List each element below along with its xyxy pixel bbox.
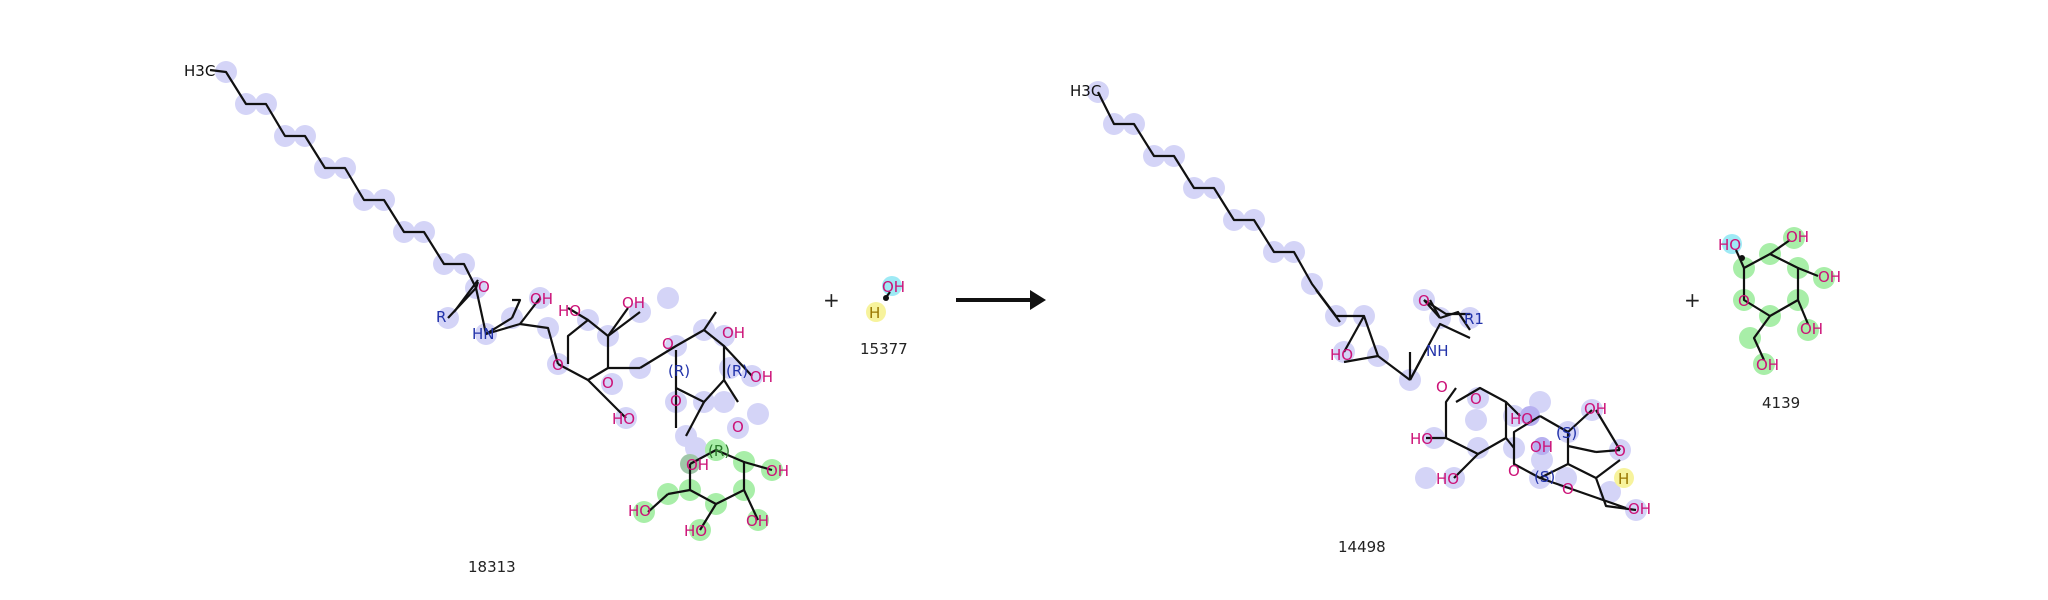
highlight-layer (215, 61, 769, 459)
highlight-layer (1087, 81, 1647, 521)
hydroxyl-label: HO (558, 302, 581, 320)
hydroxyl-label: OH (746, 512, 769, 530)
hydroxyl-label: OH (1584, 400, 1607, 418)
hydroxyl-label: OH (530, 290, 553, 308)
atom-labels: H3C O R1 NH HO O O HO HO HO OH O (S) (S)… (1070, 82, 1651, 518)
hydrogen-highlight (1614, 468, 1634, 488)
hydroxyl-label: OH (1800, 320, 1823, 338)
molecule-15377: OH H 15377 (860, 276, 908, 358)
reaction-arrow (956, 290, 1046, 310)
oxygen-label: O (478, 278, 490, 296)
hydroxyl-label: OH (722, 324, 745, 342)
bond-skeleton (209, 68, 773, 531)
oxygen-label: O (1470, 390, 1482, 408)
atom-labels: HO OH OH OH O OH (1718, 228, 1841, 374)
hydroxyl-label: OH (882, 278, 905, 296)
oxygen-label: O (1614, 442, 1626, 460)
oxygen-highlight (1722, 234, 1742, 254)
molecule-4139: HO OH OH OH O OH 4139 (1718, 227, 1841, 412)
plus-sign: + (823, 288, 840, 312)
r-group-label: R1 (1464, 310, 1484, 328)
compound-id-4139: 4139 (1762, 394, 1800, 412)
hydroxyl-label: HO (612, 410, 635, 428)
hydroxyl-label: OH (750, 368, 773, 386)
terminal-methyl-label: H3C (1070, 82, 1101, 100)
hydroxyl-label: OH (766, 462, 789, 480)
stereo-label: (R) (708, 442, 730, 460)
compound-id-15377: 15377 (860, 340, 908, 358)
terminal-methyl-label: H3C (184, 62, 215, 80)
oxygen-label: O (1418, 292, 1430, 310)
oxygen-label: O (732, 418, 744, 436)
oxygen-label: O (602, 374, 614, 392)
hydroxyl-label: OH (1530, 438, 1553, 456)
shared-atom-highlight (1533, 437, 1551, 455)
nh-label: NH (1426, 342, 1449, 360)
bond-skeleton (1097, 91, 1637, 512)
molecule-14498: H3C O R1 NH HO O O HO HO HO OH O (S) (S)… (1070, 81, 1651, 556)
hydroxyl-label: HO (1436, 470, 1459, 488)
stereo-label: (R) (726, 362, 748, 380)
compound-id-18313: 18313 (468, 558, 516, 576)
r-group-label: R (436, 308, 446, 326)
stereo-label: (S) (1556, 424, 1577, 442)
compound-id-14498: 14498 (1338, 538, 1386, 556)
hydroxyl-label: HO (1510, 410, 1533, 428)
hydroxyl-label: OH (686, 456, 709, 474)
nh-label: HN (472, 325, 495, 343)
hydroxyl-label: HO (1410, 430, 1433, 448)
oxygen-label: O (1562, 480, 1574, 498)
oxygen-label: O (1508, 462, 1520, 480)
oxygen-label: O (552, 356, 564, 374)
hydrogen-label: H (1618, 470, 1629, 488)
hydroxyl-label: HO (628, 502, 651, 520)
hydroxyl-label: OH (1756, 356, 1779, 374)
oxygen-label: O (670, 392, 682, 410)
plus-sign: + (1684, 288, 1701, 312)
hydroxyl-label: OH (1818, 268, 1841, 286)
hydrogen-highlight (866, 302, 886, 322)
shared-atom-highlight (1520, 406, 1540, 426)
oxygen-label: O (1436, 378, 1448, 396)
oxygen-highlight (882, 276, 902, 296)
atom-labels: H3C R HN O OH O HO OH O HO O (R) OH (R) … (184, 62, 789, 540)
hydroxyl-label: OH (1786, 228, 1809, 246)
stereo-label: (S) (1534, 468, 1555, 486)
hydrogen-label: H (869, 304, 880, 322)
hydroxyl-label: HO (1330, 346, 1353, 364)
hydroxyl-label: HO (1718, 236, 1741, 254)
oxygen-label: O (1738, 292, 1750, 310)
svg-text:H3C: H3C (184, 62, 215, 80)
hydroxyl-label: OH (622, 294, 645, 312)
oxygen-label: O (662, 335, 674, 353)
hydroxyl-label: OH (1628, 500, 1651, 518)
stereo-label: (R) (668, 362, 690, 380)
molecule-18313: H3C R HN O OH O HO OH O HO O (R) OH (R) … (184, 61, 789, 576)
hydroxyl-label: HO (684, 522, 707, 540)
